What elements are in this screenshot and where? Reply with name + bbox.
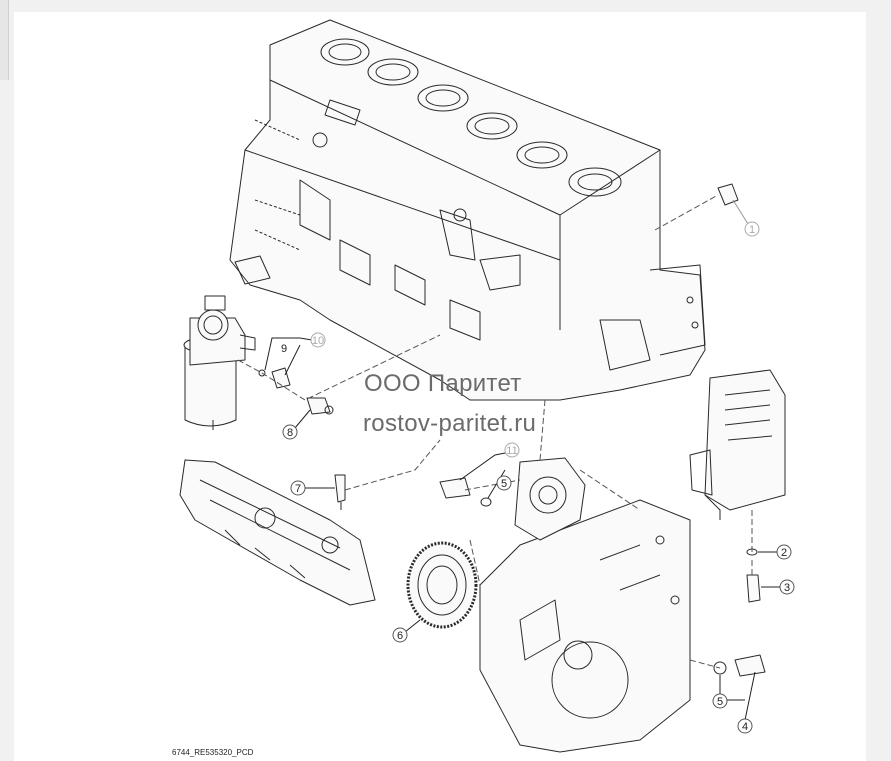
- callout-2-label: 2: [781, 547, 787, 559]
- callout-5a-label: 5: [501, 478, 507, 490]
- callout-3-label: 3: [784, 582, 790, 594]
- callout-6-label: 6: [397, 630, 403, 642]
- callout-10-box: [276, 342, 292, 354]
- callout-4-label: 4: [742, 721, 748, 733]
- callout-8-label: 8: [287, 427, 293, 439]
- callout-2-circle: [776, 544, 792, 560]
- callout-9-label: 10: [312, 335, 324, 347]
- watermark-company: ООО Паритет: [364, 370, 522, 397]
- callout-6-circle: [392, 627, 408, 643]
- watermark-website: rostov-paritet.ru: [363, 410, 537, 437]
- callout-5b-circle: [712, 693, 728, 709]
- callout-1-circle: [744, 221, 760, 237]
- callout-5a-circle: [496, 475, 512, 491]
- front-timing-cover: [479, 499, 691, 753]
- callout-3-circle: [779, 579, 795, 595]
- ecu-module: [689, 369, 786, 520]
- callout-5b-label: 5: [717, 696, 723, 708]
- adapter-plate: [514, 457, 586, 541]
- figure-code-label: 6744_RE535320_PCD: [172, 748, 254, 757]
- fuel-filter: [183, 295, 256, 430]
- callout-10-label: 9: [281, 343, 287, 355]
- intake-manifold: [179, 459, 376, 606]
- callouts: 1 2 3 5 4 11 5 6 7 8: [264, 199, 795, 734]
- callout-7-label: 7: [295, 483, 301, 495]
- callout-11-circle: [504, 442, 520, 458]
- callout-11-label: 11: [506, 445, 517, 457]
- side-panel-strip: [0, 0, 9, 80]
- tone-wheel-gear: [406, 541, 478, 629]
- callout-4-circle: [737, 718, 753, 734]
- callout-9-circle: [310, 332, 326, 348]
- leader-lines: [237, 194, 753, 669]
- callout-7-circle: [290, 480, 306, 496]
- callout-8-circle: [282, 424, 298, 440]
- callout-1-label: 1: [749, 224, 755, 236]
- engine-block: [229, 19, 706, 401]
